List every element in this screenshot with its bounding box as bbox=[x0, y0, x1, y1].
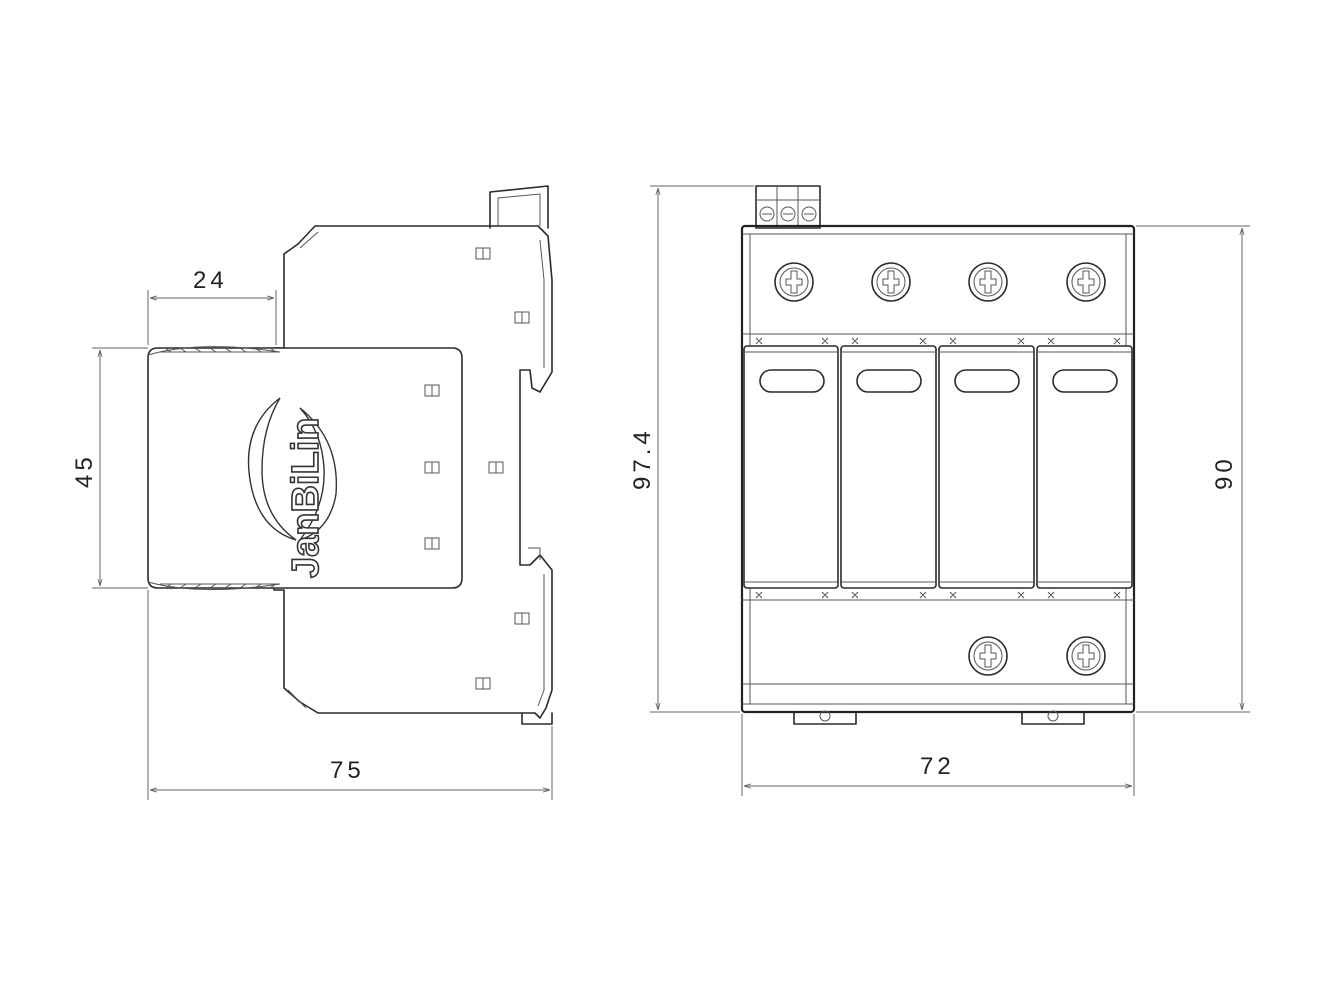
front-dimensions: 97.4 90 72 bbox=[629, 185, 1250, 796]
front-view bbox=[740, 185, 1136, 725]
dim-label-side-height: 45 bbox=[71, 453, 98, 488]
module-4 bbox=[1036, 345, 1133, 589]
dim-label-front-width: 72 bbox=[920, 753, 955, 780]
screw-icon bbox=[871, 262, 911, 302]
top-terminal-screws bbox=[774, 262, 1106, 302]
screw-icon bbox=[968, 262, 1008, 302]
dim-label-front-body-height: 90 bbox=[1211, 455, 1238, 490]
side-view: JanBiLin bbox=[147, 185, 553, 725]
screw-icon bbox=[774, 262, 814, 302]
dim-label-side-width: 75 bbox=[330, 757, 365, 784]
screw-icon bbox=[1066, 262, 1106, 302]
din-foot-left bbox=[793, 711, 857, 725]
dim-label-front-total-height: 97.4 bbox=[629, 427, 656, 490]
plug-in-modules bbox=[743, 337, 1133, 599]
din-foot-right bbox=[1021, 711, 1085, 725]
grip-top bbox=[160, 347, 280, 353]
side-square-markers bbox=[424, 247, 530, 690]
din-clip-bottom bbox=[521, 712, 553, 725]
signal-connector bbox=[755, 185, 821, 229]
side-module-cover bbox=[147, 347, 463, 589]
logo-text: JanBiLin bbox=[285, 418, 327, 578]
module-2 bbox=[840, 345, 937, 589]
module-1 bbox=[743, 345, 839, 589]
dim-label-side-inset: 24 bbox=[193, 267, 228, 294]
front-housing bbox=[740, 224, 1136, 714]
module-3 bbox=[938, 345, 1035, 589]
side-dimensions: 24 45 75 bbox=[71, 267, 553, 800]
screw-icon bbox=[1066, 636, 1106, 676]
din-clip-top bbox=[489, 185, 549, 229]
bottom-terminal-screws bbox=[968, 636, 1106, 676]
brand-logo: JanBiLin bbox=[247, 397, 338, 579]
grip-bottom bbox=[160, 583, 280, 589]
screw-icon bbox=[968, 636, 1008, 676]
